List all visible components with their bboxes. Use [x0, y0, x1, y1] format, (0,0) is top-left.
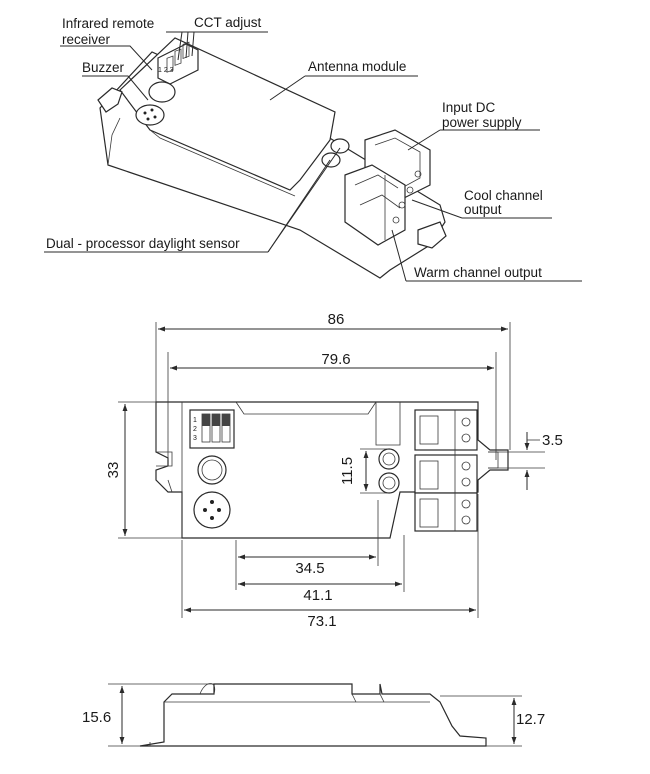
svg-text:1 2 3: 1 2 3 — [158, 67, 174, 74]
terminal-blocks-top — [414, 409, 478, 532]
dip-number-1: 1 — [193, 417, 197, 424]
dip-number-2: 2 — [193, 426, 197, 433]
label-input-2: power supply — [442, 115, 522, 130]
daylight-sensor-2-top — [378, 472, 400, 494]
buzzer-top — [193, 491, 231, 529]
dim-overall-length: 86 — [328, 311, 345, 328]
dim-body-length: 73.1 — [307, 613, 336, 630]
label-infrared-1: Infrared remote — [62, 16, 154, 31]
daylight-sensor-2-iso — [321, 152, 341, 168]
dim-side-height-right: 12.7 — [516, 711, 545, 728]
buzzer-iso — [135, 104, 165, 126]
label-cool-1: Cool channel — [464, 188, 543, 203]
label-cool-2: output — [464, 202, 502, 217]
label-warm: Warm channel output — [414, 265, 542, 280]
right-mounting-tab — [417, 221, 447, 249]
ir-receiver-iso — [148, 81, 176, 103]
label-cct-adjust: CCT adjust — [194, 15, 262, 30]
dim-side-height-left: 15.6 — [82, 709, 111, 726]
label-buzzer: Buzzer — [82, 60, 125, 75]
label-input-1: Input DC — [442, 100, 496, 115]
dim-height: 33 — [105, 462, 122, 479]
label-antenna: Antenna module — [308, 59, 406, 74]
dim-hole-dia: 3.5 — [542, 432, 563, 449]
dip-switch-top: 1 2 3 — [189, 409, 235, 449]
isometric-view: 1 2 3 — [44, 15, 582, 282]
dim-terminal-offset: 41.1 — [303, 587, 332, 604]
left-mounting-tab — [97, 87, 123, 113]
top-view: 1 2 3 — [105, 311, 563, 630]
label-daylight: Dual - processor daylight sensor — [46, 236, 240, 251]
daylight-sensor-1-top — [378, 448, 400, 470]
dim-sensor-offset: 34.5 — [295, 560, 324, 577]
dip-number-3: 3 — [193, 435, 197, 442]
daylight-sensor-1-iso — [330, 138, 350, 154]
dim-sensor-spacing: 11.5 — [339, 457, 356, 485]
label-infrared-2: receiver — [62, 32, 111, 47]
dim-hole-spacing: 79.6 — [321, 351, 350, 368]
terminal-blocks-iso — [344, 129, 431, 246]
side-view: 15.6 12.7 — [82, 683, 545, 747]
